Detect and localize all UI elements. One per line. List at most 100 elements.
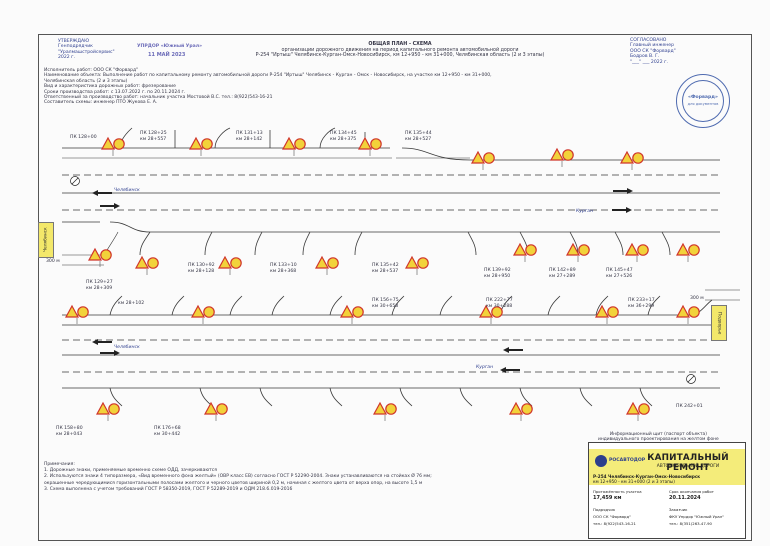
tb-cap1: Протяжённость участка [593, 489, 642, 494]
pk-label: ПК 131+13 [236, 131, 263, 136]
pk-label: ПК 156+75 [372, 298, 399, 303]
speed-limit-sign [201, 138, 213, 150]
arrow-right-1 [100, 203, 120, 209]
lane-arrows [92, 188, 633, 373]
warning-sign-triangle [470, 150, 486, 164]
warning-sign-triangle [64, 304, 80, 318]
pk-label: км 27+526 [606, 274, 633, 279]
pk-label: км 28+043 [56, 432, 83, 437]
pk-label: ПК 129+27 [86, 280, 113, 285]
title-band [589, 449, 745, 485]
speed-limit-sign [294, 138, 306, 150]
speed-limit-sign [638, 403, 650, 415]
speed-limit-sign [483, 152, 495, 164]
distance-right: 300 м [690, 296, 704, 301]
warning-sign-triangle [624, 242, 640, 256]
approval-stamp-text: УПРДОР «Южный Урал» [137, 44, 203, 49]
direction-box-right: Подворье [711, 305, 727, 341]
tb-phone1: тел.: 8(922)543-16-21 [593, 521, 636, 526]
tb-val1: 17,459 км [593, 495, 622, 501]
warning-sign-triangle [565, 242, 581, 256]
pk-label: ПК 242+01 [676, 404, 703, 409]
warning-sign-triangle [314, 255, 330, 269]
arrow-left-2 [92, 339, 112, 345]
approval-left-year: 2022 г. [58, 55, 76, 61]
warning-sign-triangle [675, 242, 691, 256]
pk-label: км 30+658 [372, 304, 399, 309]
tb-cap3: Подрядчик [593, 507, 616, 512]
speed-limit-sign [385, 403, 397, 415]
info-contractor: Исполнитель работ: ООО СК "Форвард" [44, 68, 139, 73]
warning-sign-triangle [404, 255, 420, 269]
pk-label: км 28+368 [270, 269, 297, 274]
warning-sign-triangle [478, 304, 494, 318]
notes-block: Примечания: 1. Дорожные знаки, применяем… [44, 462, 432, 493]
title-block-road2: км 12+950 - км 31+000 (2 и 3 этапы) [593, 479, 675, 484]
speed-limit-sign [327, 257, 339, 269]
speed-limit-sign [108, 403, 120, 415]
notes-head: Примечания: [44, 462, 75, 467]
pk-label: ПК 142+89 [549, 268, 576, 273]
approval-right-line3: Бодров В. Г. [630, 54, 660, 60]
warning-sign-triangle [190, 304, 206, 318]
pk-label: ПК 128+25 [140, 131, 167, 136]
approval-left-line: "Уралмашстройсервис" [58, 49, 115, 55]
pk-label: ПК 128+00 [70, 135, 97, 140]
info-responsible: Ответственный за производство работ: нач… [44, 95, 273, 101]
pk-label: км 30+288 [486, 304, 513, 309]
note-2: 2. Используются знаки 4 типоразмера, «Ви… [44, 474, 432, 480]
drawing-frame [38, 34, 752, 541]
title-block-heading: КАПИТАЛЬНЫЙ РЕМОНТ [647, 453, 729, 473]
title-line3: Р-254 "Иртыш" Челябинск-Курган-Омск-Ново… [255, 53, 545, 59]
info-object: Наименование объекта: Выполнение работ п… [44, 73, 492, 79]
pk-label: км 28+142 [236, 137, 263, 142]
speed-limit-sign [491, 306, 503, 318]
approval-right: СОГЛАСОВАНО Главный инженер ООО СК "Форв… [630, 38, 676, 65]
warning-sign-triangle [188, 136, 204, 150]
speed-limit-sign [216, 403, 228, 415]
speed-limit-sign [525, 244, 537, 256]
warning-sign-triangle [203, 401, 219, 415]
title-block-sub: АВТОМОБИЛЬНОЙ ДОРОГИ [656, 464, 720, 469]
tb-val4: ФКУ Упрдор "Южный Урал" [669, 514, 724, 519]
warning-sign-triangle [594, 304, 610, 318]
pk-label: км 28+102 [118, 301, 145, 306]
pk-label: км 27+289 [549, 274, 576, 279]
stamp-center-text: «Форвард» [688, 95, 718, 100]
pk-label: км 28+309 [86, 286, 113, 291]
warning-sign-triangle [357, 136, 373, 150]
speed-limit-sign [77, 306, 89, 318]
warning-sign-triangle [281, 136, 297, 150]
pk-label: ПК 222+77 [486, 298, 513, 303]
approval-right-line1: Главный инженер [630, 43, 675, 49]
info-shield-line2: индивидуального проектирования на желтом… [598, 437, 719, 443]
approval-right-label: СОГЛАСОВАНО [630, 38, 667, 43]
pk-label: ПК 176+68 [154, 426, 181, 431]
arrow-left-3 [503, 347, 523, 353]
warning-sign-triangle [372, 401, 388, 415]
pk-label: ПК 135+44 [405, 131, 432, 136]
pk-label: ПК 158+80 [56, 426, 83, 431]
pk-label: ПК 145+47 [606, 268, 633, 273]
speed-limit-sign [100, 249, 112, 261]
note-3: 3. Схема выполнена с учетом требований Г… [44, 486, 293, 492]
speed-limit-sign [688, 244, 700, 256]
pk-label: км 28+375 [330, 137, 357, 142]
tb-val2: 20.11.2024 [669, 495, 701, 501]
temporary-signs [64, 136, 700, 421]
pk-label: км 36+299 [628, 304, 655, 309]
speed-limit-sign [521, 403, 533, 415]
distance-left: 300 м [46, 259, 60, 264]
speed-limit-sign [688, 306, 700, 318]
approval-stamp-date: 11 МАЙ 2023 [148, 52, 186, 58]
speed-limit-sign [562, 149, 574, 161]
warning-sign-triangle [508, 401, 524, 415]
pk-label: ПК 133+10 [270, 263, 297, 268]
note-1: 1. Дорожные знаки, применяемые временно … [44, 468, 217, 474]
pk-label: км 28+527 [405, 137, 432, 142]
speed-limit-sign [637, 244, 649, 256]
pk-label: км 28+950 [484, 274, 511, 279]
direction-box-left: Челябинск [38, 222, 54, 258]
warning-sign-triangle [512, 242, 528, 256]
